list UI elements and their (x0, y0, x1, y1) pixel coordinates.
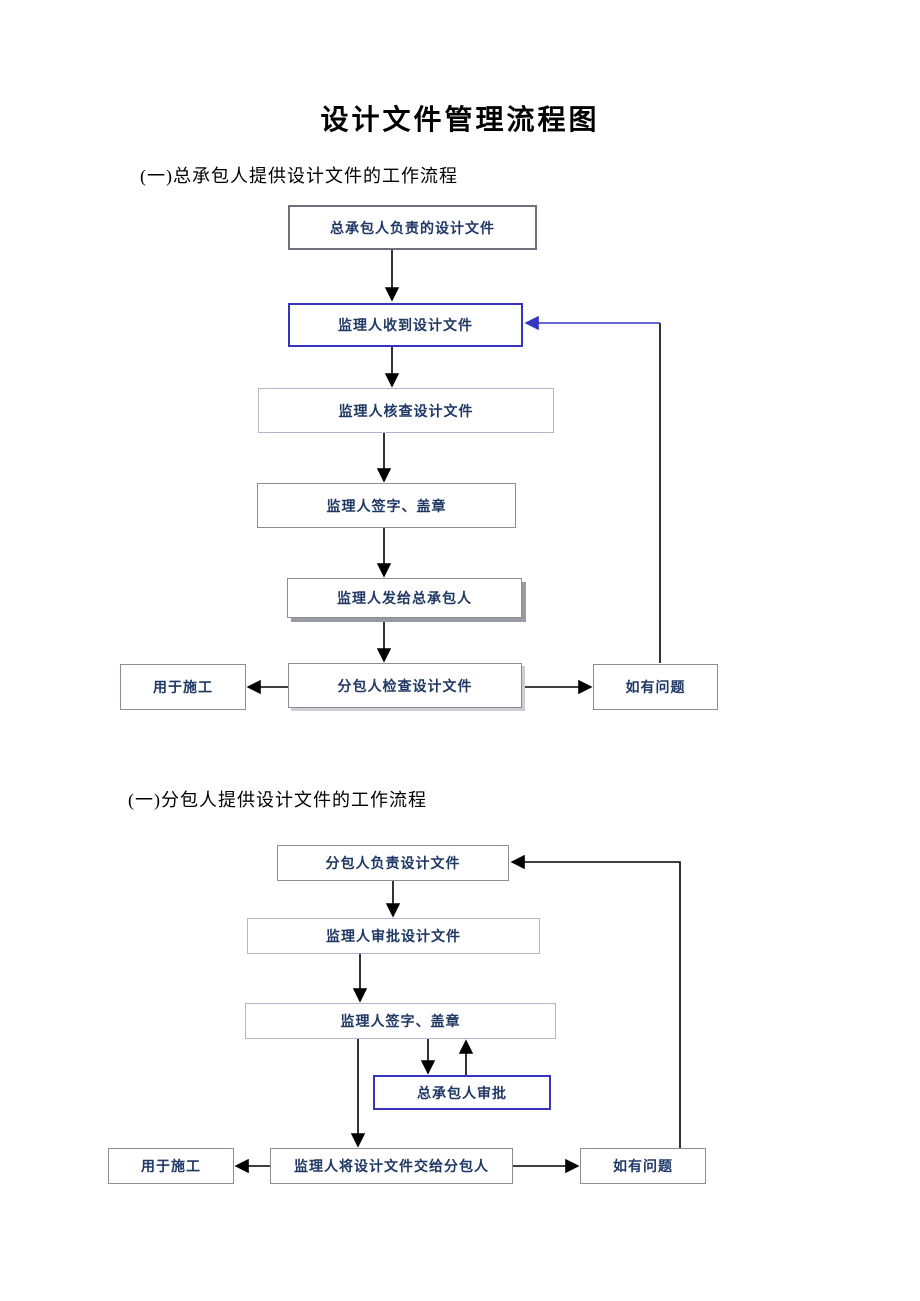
fc2-node-used-for-construction: 用于施工 (108, 1148, 234, 1184)
fc1-node-if-problems: 如有问题 (593, 664, 718, 710)
fc1-node-supervisor-reviews-docs: 监理人核查设计文件 (258, 388, 554, 433)
section2-heading: (一)分包人提供设计文件的工作流程 (128, 790, 427, 810)
fc2-node-subcontractor-design-docs: 分包人负责设计文件 (277, 845, 509, 881)
document-title: 设计文件管理流程图 (320, 105, 600, 136)
fc2-node-supervisor-delivers-docs: 监理人将设计文件交给分包人 (270, 1148, 513, 1184)
fc1-node-supervisor-receives-docs: 监理人收到设计文件 (288, 303, 523, 347)
fc1-node-contractor-design-docs: 总承包人负责的设计文件 (288, 205, 537, 250)
fc2-node-if-problems: 如有问题 (580, 1148, 706, 1184)
fc1-node-used-for-construction: 用于施工 (120, 664, 246, 710)
fc1-node-supervisor-sends-contractor: 监理人发给总承包人 (287, 578, 522, 618)
fc2-node-supervisor-approves-docs: 监理人审批设计文件 (247, 918, 540, 954)
section1-heading: (一)总承包人提供设计文件的工作流程 (140, 166, 458, 186)
fc1-node-supervisor-sign-seal: 监理人签字、盖章 (257, 483, 516, 528)
fc1-node-subcontractor-checks-docs: 分包人检查设计文件 (288, 663, 522, 708)
fc2-node-contractor-approval: 总承包人审批 (373, 1075, 551, 1110)
fc2-feedback-line (510, 854, 681, 1148)
fc2-node-supervisor-sign-seal: 监理人签字、盖章 (245, 1003, 556, 1039)
